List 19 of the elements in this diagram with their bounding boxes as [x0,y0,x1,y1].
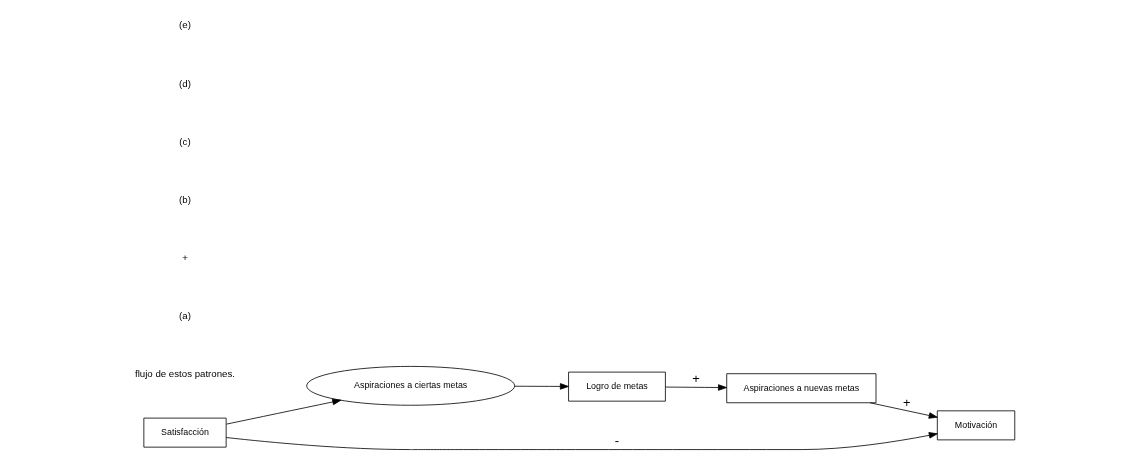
edge-label: - [614,433,619,449]
arrow [225,432,938,450]
arrow [664,384,727,391]
label: (a) [178,309,191,321]
node-box: Satisfacción [142,417,227,448]
node-box: Aspiraciones a nuevas metas [725,373,876,404]
label: (e) [178,19,191,31]
edge-label: + [902,394,910,410]
arrow [225,398,341,425]
arrow [869,402,938,419]
label: (d) [178,77,191,89]
label: (b) [178,193,191,205]
edge-label: + [691,371,700,387]
node-box: Motivación [936,410,1015,441]
arrow [513,383,569,390]
label: flujo de estos patrones. [134,368,235,380]
label: (c) [178,135,191,147]
label: + [181,251,188,263]
node-box: Logro de metas [567,371,666,402]
